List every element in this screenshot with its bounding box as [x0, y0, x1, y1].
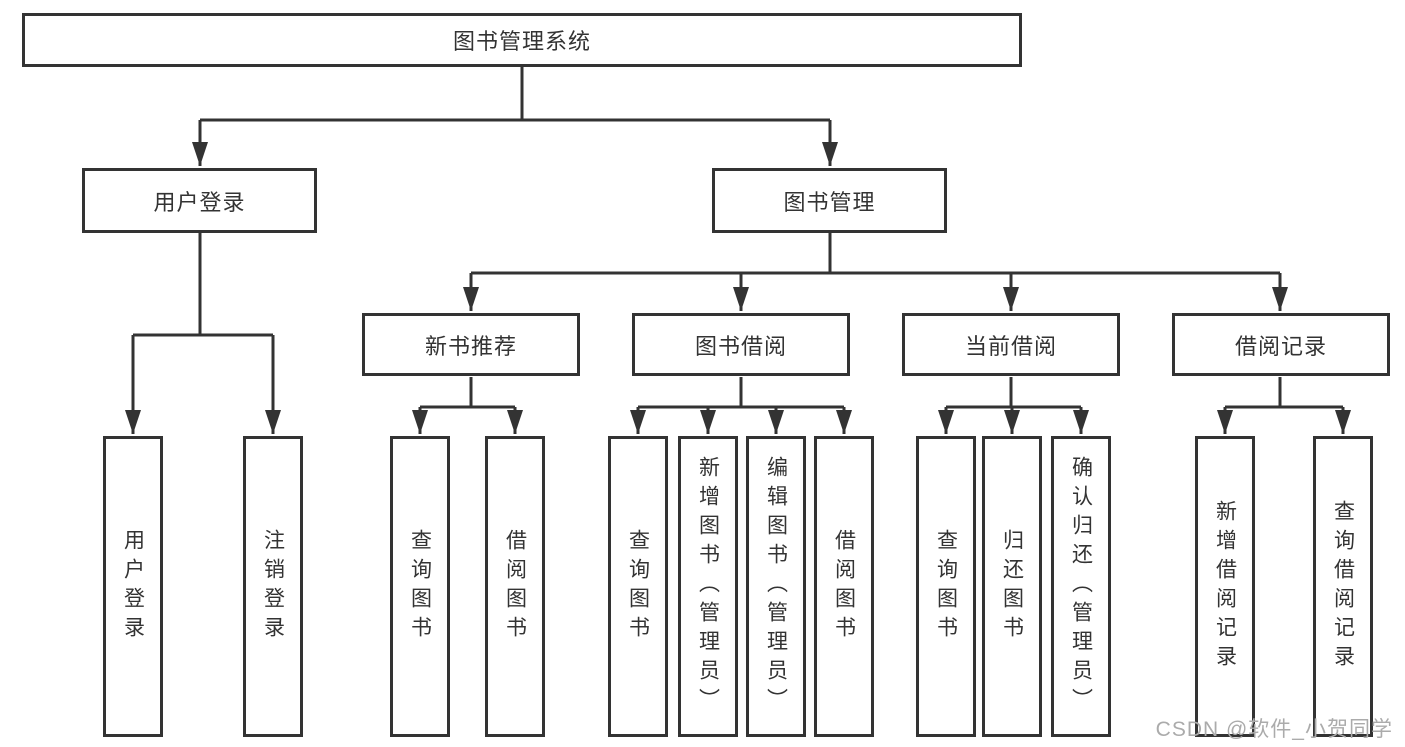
leaf-return-book: 归还图书 [982, 436, 1042, 737]
leaf-logout: 注销登录 [243, 436, 303, 737]
leaf-label: 查询借阅记录 [1331, 499, 1355, 674]
leaf-label: 借阅图书 [503, 528, 527, 645]
leaf-label: 查询图书 [934, 528, 958, 645]
leaf-add-borrow-record: 新增借阅记录 [1195, 436, 1255, 737]
leaf-label: 新增图书（管理员） [696, 456, 720, 717]
leaf-label: 借阅图书 [832, 528, 856, 645]
node-borrowing-records: 借阅记录 [1172, 313, 1390, 376]
leaf-user-login: 用户登录 [103, 436, 163, 737]
node-current-borrowing: 当前借阅 [902, 313, 1120, 376]
leaf-label: 用户登录 [121, 528, 145, 645]
node-book-management: 图书管理 [712, 168, 947, 233]
leaf-label: 新增借阅记录 [1213, 499, 1237, 674]
leaf-label: 确认归还（管理员） [1069, 456, 1093, 717]
leaf-edit-book-admin: 编辑图书（管理员） [746, 436, 806, 737]
leaf-borrow-books-borrowing: 借阅图书 [814, 436, 874, 737]
leaf-label: 查询图书 [626, 528, 650, 645]
leaf-label: 编辑图书（管理员） [764, 456, 788, 717]
leaf-query-books-borrowing: 查询图书 [608, 436, 668, 737]
node-user-login: 用户登录 [82, 168, 317, 233]
node-book-borrowing: 图书借阅 [632, 313, 850, 376]
leaf-query-books-recommend: 查询图书 [390, 436, 450, 737]
leaf-borrow-books-recommend: 借阅图书 [485, 436, 545, 737]
csdn-watermark: CSDN @软件_小贺同学 [1155, 718, 1393, 741]
leaf-confirm-return-admin: 确认归还（管理员） [1051, 436, 1111, 737]
leaf-label: 归还图书 [1000, 528, 1024, 645]
leaf-label: 注销登录 [261, 528, 285, 645]
leaf-add-book-admin: 新增图书（管理员） [678, 436, 738, 737]
leaf-query-borrow-record: 查询借阅记录 [1313, 436, 1373, 737]
leaf-query-books-current: 查询图书 [916, 436, 976, 737]
node-new-book-recommend: 新书推荐 [362, 313, 580, 376]
leaf-label: 查询图书 [408, 528, 432, 645]
node-library-management-system: 图书管理系统 [22, 13, 1022, 67]
